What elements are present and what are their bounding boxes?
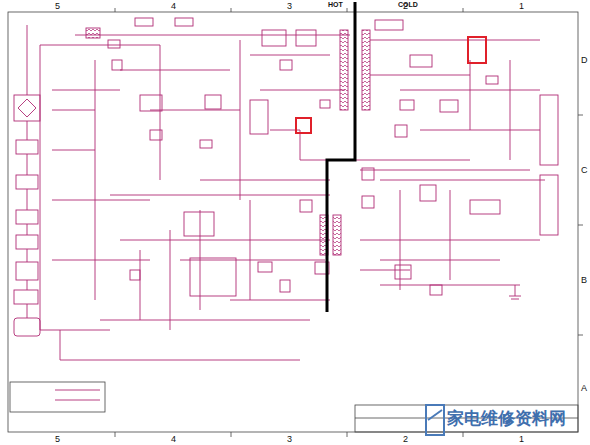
grid-number: 1 <box>519 435 524 444</box>
grid-number: 3 <box>287 435 292 444</box>
grid-number: 2 <box>403 435 408 444</box>
grid-number: 5 <box>55 2 60 11</box>
zone-label: COLD <box>398 1 418 8</box>
grid-number: 4 <box>171 2 176 11</box>
watermark-logo <box>426 405 444 435</box>
grid-number: 3 <box>287 2 292 11</box>
zone-label: HOT <box>328 1 343 8</box>
grid-letter: B <box>581 276 587 285</box>
grid-letter: A <box>581 384 587 393</box>
grid-number: 4 <box>171 435 176 444</box>
grid-letter: D <box>581 56 588 65</box>
grid-number: 5 <box>55 435 60 444</box>
grid-number: 1 <box>519 2 524 11</box>
watermark: 家电维修资料网 <box>447 410 566 427</box>
grid-letter: C <box>581 166 588 175</box>
